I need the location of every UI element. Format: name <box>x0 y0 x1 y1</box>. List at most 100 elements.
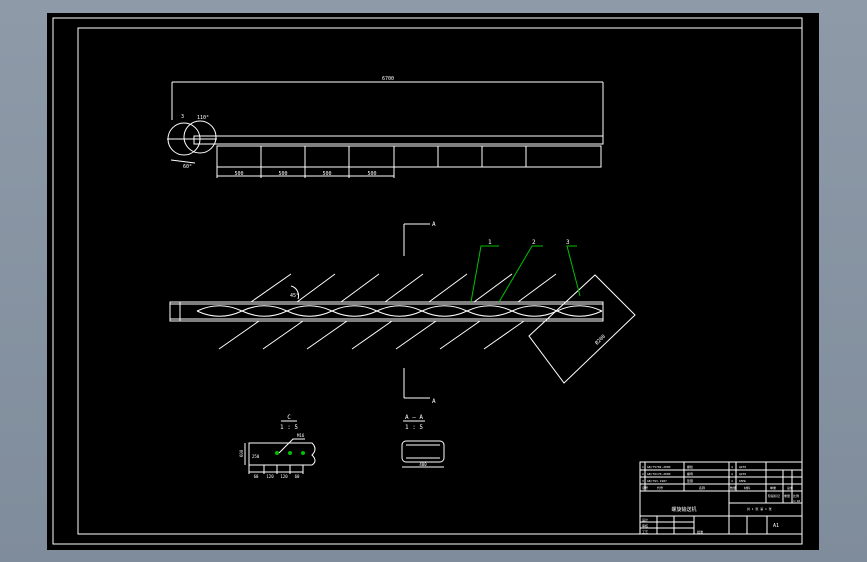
bom-cell: GB/T93-1987 <box>647 479 667 483</box>
angle-dimension-line <box>170 159 196 164</box>
bom-header: 总重 <box>787 485 793 490</box>
bom-cell: Q235 <box>739 465 746 469</box>
top-view <box>167 81 604 178</box>
stage-label: 阶段标记 <box>768 493 780 498</box>
segment-dim-text: 500 <box>322 171 331 177</box>
detail-bottom-dim: 120 <box>280 474 288 479</box>
bom-header: 材料 <box>744 485 750 490</box>
hatch-line <box>439 320 481 350</box>
drive-circle-2 <box>183 120 217 154</box>
sheet-size: A1 <box>773 523 779 529</box>
section-aa <box>401 420 445 468</box>
bom-header: 代号 <box>657 485 663 490</box>
leader-3 <box>566 245 581 297</box>
bolt-hole <box>288 451 292 455</box>
bom-cell: 1 <box>642 465 644 469</box>
detail-bolt-holes <box>275 451 305 455</box>
detail-side-dim-1: 600 <box>239 449 244 457</box>
bom-cell: GB/T5782-2000 <box>647 465 671 469</box>
drawing-name: 螺旋输送机 <box>671 506 696 513</box>
bom-cell: 4 <box>731 472 733 476</box>
detail-bottom-dim: 60 <box>254 474 259 479</box>
angle-label: 45° <box>290 293 299 299</box>
hatch-line <box>296 273 336 303</box>
detail-callout-leader <box>278 438 305 454</box>
section-mark-bottom: A <box>432 398 436 405</box>
bom-cell: 2 <box>642 472 644 476</box>
left-dim-text-2: 110° <box>197 115 209 121</box>
bom-cell: 螺栓 <box>687 464 693 469</box>
overall-dimension-text: 6700 <box>382 76 394 82</box>
hatch-line <box>218 320 260 350</box>
section-outline <box>401 440 445 463</box>
bom-header: 数量 <box>730 485 736 490</box>
hatch-line <box>262 320 304 350</box>
screw-flight <box>196 305 603 317</box>
detail-plate <box>248 442 316 466</box>
section-aa-scale: 1 : 5 <box>405 424 423 431</box>
sign-label: 审核 <box>642 523 648 528</box>
part-label-1: 1 <box>488 239 492 246</box>
screw-flight <box>196 305 603 317</box>
detail-side-dim-2: 250 <box>252 454 260 459</box>
conveyor-trough <box>169 301 604 322</box>
discharge-chute <box>528 274 636 384</box>
hatch-line <box>351 320 393 350</box>
bom-cell: 螺母 <box>687 471 693 476</box>
cad-drawing: 6700 3 110° 60° 500 500 500 500 A <box>52 17 803 545</box>
section-mark-top: A <box>432 221 436 228</box>
detail-bottom-dim: 120 <box>266 474 274 479</box>
detail-c <box>244 420 316 474</box>
detail-c-scale: 1 : 5 <box>280 424 298 431</box>
bolt-hole <box>275 451 279 455</box>
title-block-frame <box>639 461 803 535</box>
detail-callout: M16 <box>297 433 305 438</box>
bom-cell: 垫圈 <box>687 478 693 483</box>
title-block <box>639 461 803 535</box>
bom-header: 单重 <box>770 485 776 490</box>
inner-frame <box>77 27 803 535</box>
angle-arc <box>290 285 300 300</box>
hatch-line <box>306 320 348 350</box>
hatch-line <box>250 273 292 303</box>
weight-label: 重量 <box>784 493 790 498</box>
drawing-sheet: 6700 3 110° 60° 500 500 500 500 A <box>47 13 819 550</box>
scale-value: 1:10 <box>793 499 800 503</box>
bom-cell: GB/T6170-2000 <box>647 472 671 476</box>
part-label-2: 2 <box>532 239 536 246</box>
sign-label: 设计 <box>642 517 648 522</box>
bom-header: 名称 <box>699 485 705 490</box>
bom-cell: 4 <box>731 465 733 469</box>
bom-cell: 65Mn <box>739 479 746 483</box>
leader-2 <box>498 245 543 303</box>
hatch-line <box>384 273 424 303</box>
part-label-3: 3 <box>566 239 570 246</box>
scale-label: 比例 <box>793 493 799 498</box>
section-aa-title: A — A <box>405 414 423 421</box>
leader-1 <box>470 245 499 303</box>
section-width-dim: 400 <box>419 462 427 467</box>
hatch-line <box>473 273 513 303</box>
hatch-line <box>428 273 468 303</box>
bom-cell: 4 <box>731 479 733 483</box>
angle-dim-text: 60° <box>183 164 192 170</box>
bom-cell: 3 <box>642 479 644 483</box>
hatch-line <box>395 320 437 350</box>
hatch-line <box>517 273 557 303</box>
bom-cell: Q235 <box>739 472 746 476</box>
bom-header: 序号 <box>642 485 648 490</box>
detail-c-title: C <box>287 414 291 421</box>
hatch-line <box>340 273 380 303</box>
segment-dim-text: 500 <box>278 171 287 177</box>
segment-dim-text: 500 <box>367 171 376 177</box>
segment-dim-text: 500 <box>234 171 243 177</box>
hatch-line <box>483 320 525 350</box>
sign-label: 批准 <box>697 529 703 534</box>
part-leaders <box>470 245 581 303</box>
left-dim-text-1: 3 <box>181 114 184 120</box>
sign-label: 工艺 <box>642 529 648 534</box>
main-view <box>169 223 636 399</box>
bolt-hole <box>301 451 305 455</box>
sheet-count: 共 1 张 第 1 张 <box>747 506 772 511</box>
